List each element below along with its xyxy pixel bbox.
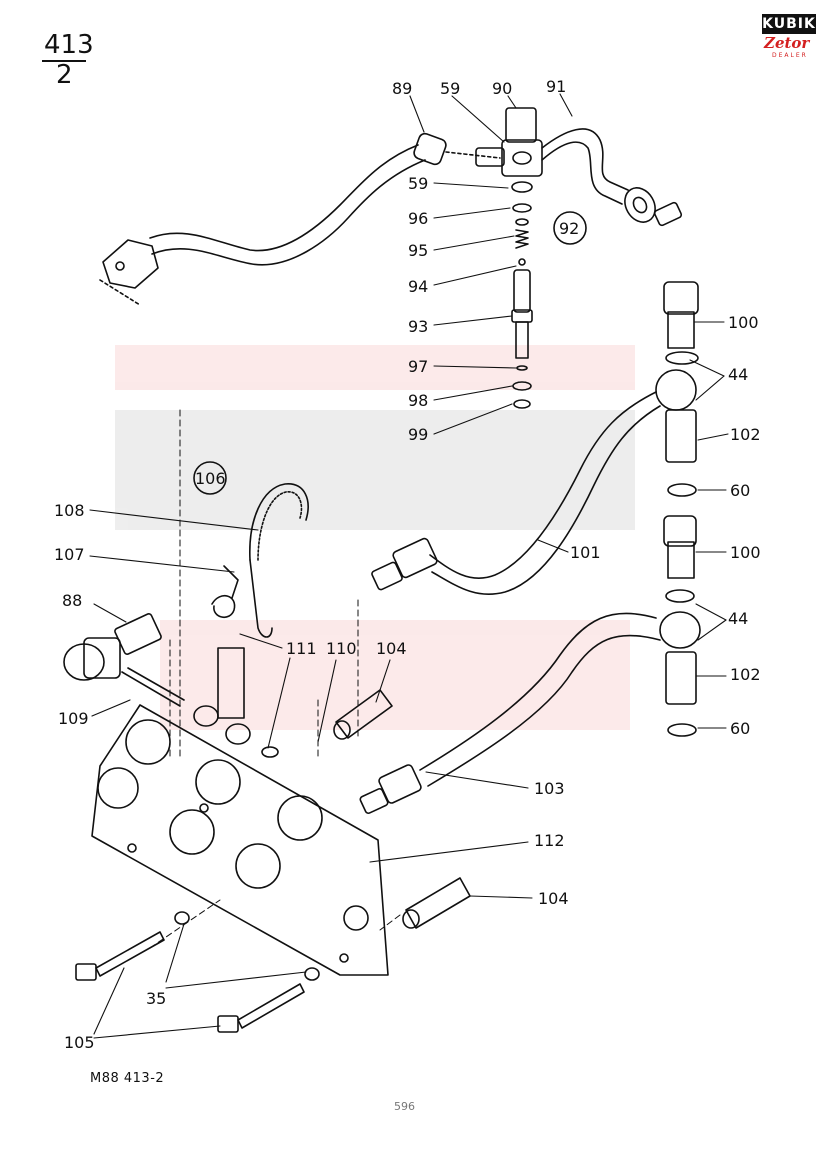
label-98: 98	[408, 391, 428, 410]
mounting-plate-112	[91, 704, 389, 976]
label-44-bottom: 44	[728, 609, 748, 628]
logo-brand: KUBIK	[762, 14, 816, 34]
label-35: 35	[146, 989, 166, 1008]
label-92: 92	[559, 219, 579, 238]
label-59-top: 59	[440, 79, 460, 98]
label-93: 93	[408, 317, 428, 336]
valve-inner-parts	[511, 203, 533, 409]
figure-number-top: 413	[44, 30, 94, 60]
leader-lines	[89, 93, 729, 1039]
mounting-bracket	[193, 647, 279, 758]
label-90: 90	[492, 79, 512, 98]
bolts-105	[75, 911, 320, 1033]
drawing-code: M88 413-2	[90, 1071, 165, 1086]
label-106: 106	[195, 469, 226, 488]
figure-number-bottom: 2	[56, 60, 73, 90]
page-number: 596	[394, 1100, 415, 1113]
banjo-column-lower	[659, 515, 701, 737]
label-102-bottom: 102	[730, 665, 761, 684]
callout-circle-92	[553, 211, 587, 245]
label-109: 109	[58, 709, 89, 728]
pipe-91	[541, 128, 683, 227]
callout-circle-106	[193, 461, 227, 495]
label-60-top: 60	[730, 481, 750, 500]
logo-dealer: DEALER	[772, 52, 808, 59]
pipe-101	[371, 391, 661, 596]
callout-labels: 89 59 90 91 59 96 95 94 93 97 98 99 92 1…	[54, 77, 761, 1052]
label-88: 88	[62, 591, 82, 610]
watermark	[115, 345, 635, 730]
label-108: 108	[54, 501, 85, 520]
label-110: 110	[326, 639, 357, 658]
label-89: 89	[392, 79, 412, 98]
label-104-top: 104	[376, 639, 407, 658]
figure-number-divider	[42, 60, 86, 62]
label-105: 105	[64, 1033, 95, 1052]
bushing-104-upper	[333, 689, 393, 740]
label-44-top: 44	[728, 365, 748, 384]
spring-and-wire	[211, 483, 309, 638]
label-101: 101	[570, 543, 601, 562]
label-102-top: 102	[730, 425, 761, 444]
label-107: 107	[54, 545, 85, 564]
pipe-89-assembly	[99, 132, 501, 306]
label-91: 91	[546, 77, 566, 96]
label-94: 94	[408, 277, 428, 296]
banjo-column-upper	[655, 281, 699, 497]
label-95: 95	[408, 241, 428, 260]
label-60-bottom: 60	[730, 719, 750, 738]
construction-lines	[149, 409, 401, 949]
label-111: 111	[286, 639, 317, 658]
logo-sub: Zetor	[764, 34, 810, 52]
pipe-103	[359, 612, 661, 815]
valve-body-90	[475, 107, 543, 193]
label-97: 97	[408, 357, 428, 376]
label-112: 112	[534, 831, 565, 850]
label-104-bottom: 104	[538, 889, 569, 908]
label-96: 96	[408, 209, 428, 228]
bushing-104-lower	[402, 877, 471, 929]
label-100-bottom: 100	[730, 543, 761, 562]
label-100-top: 100	[728, 313, 759, 332]
label-103: 103	[534, 779, 565, 798]
label-99: 99	[408, 425, 428, 444]
label-59-side: 59	[408, 174, 428, 193]
part-88	[63, 613, 162, 681]
kubik-zetor-logo: KUBIK Zetor DEALER	[762, 14, 816, 64]
